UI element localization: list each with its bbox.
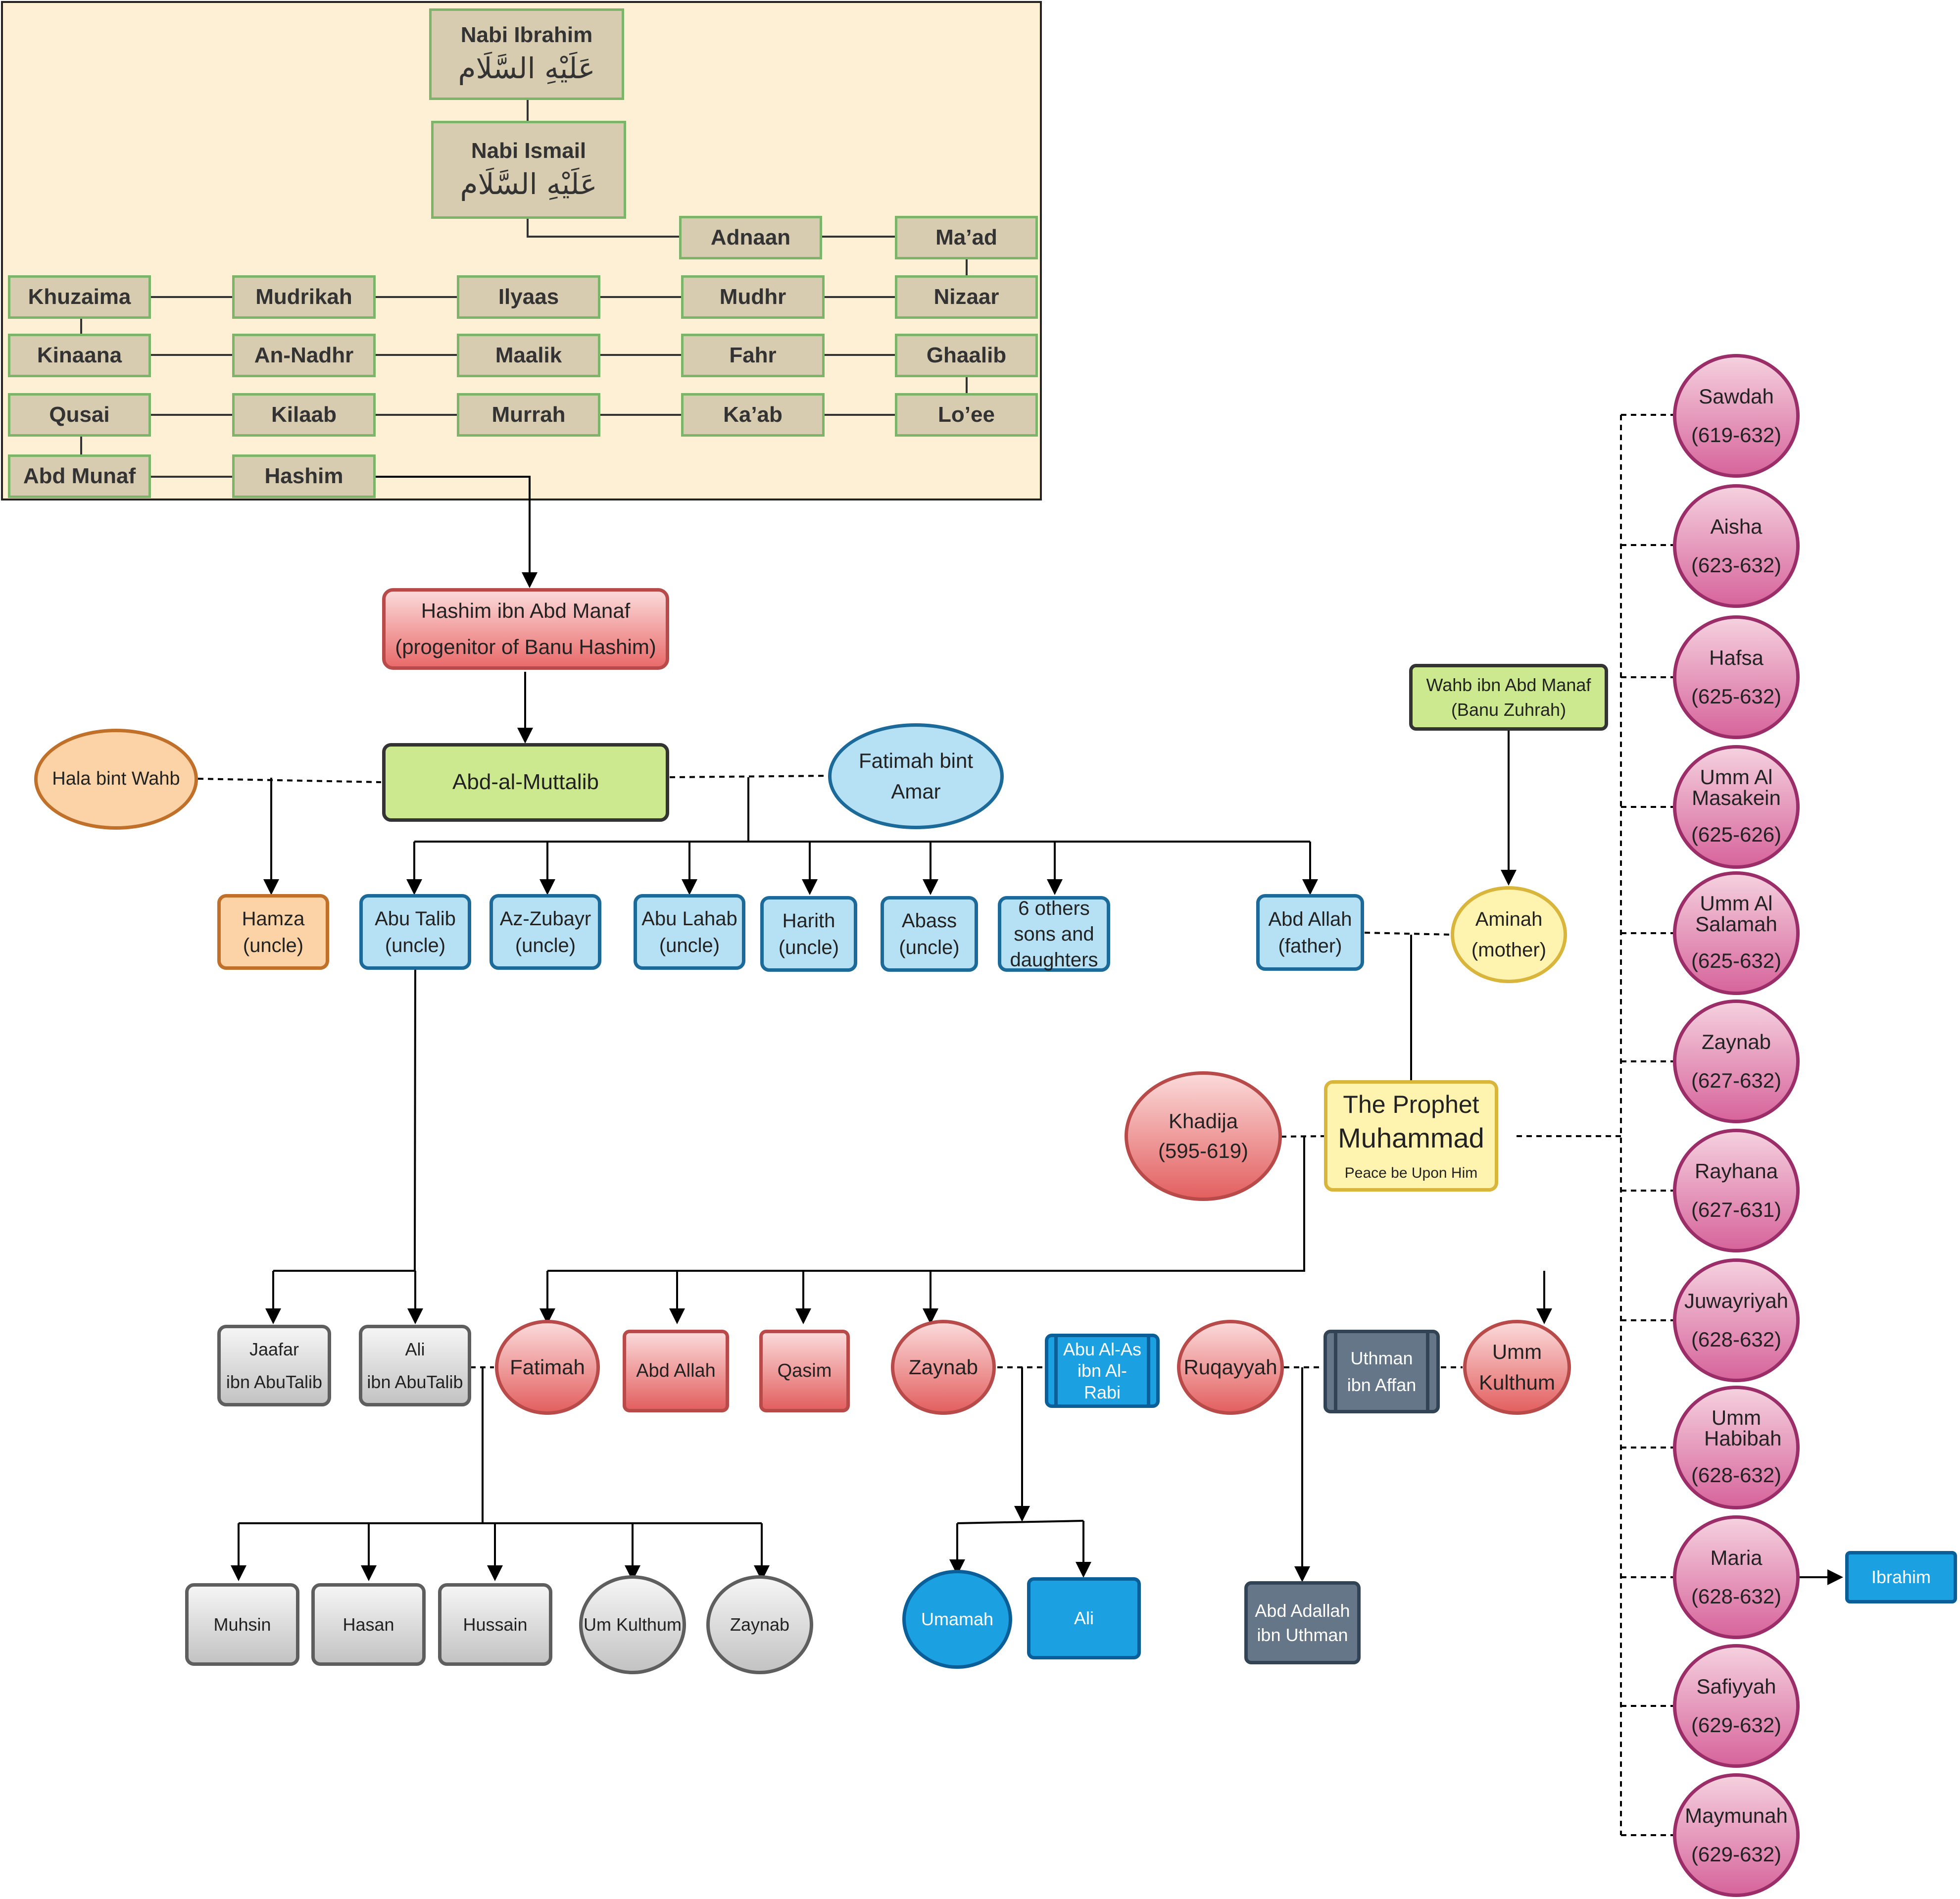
- connector-lines: [80, 99, 1843, 1836]
